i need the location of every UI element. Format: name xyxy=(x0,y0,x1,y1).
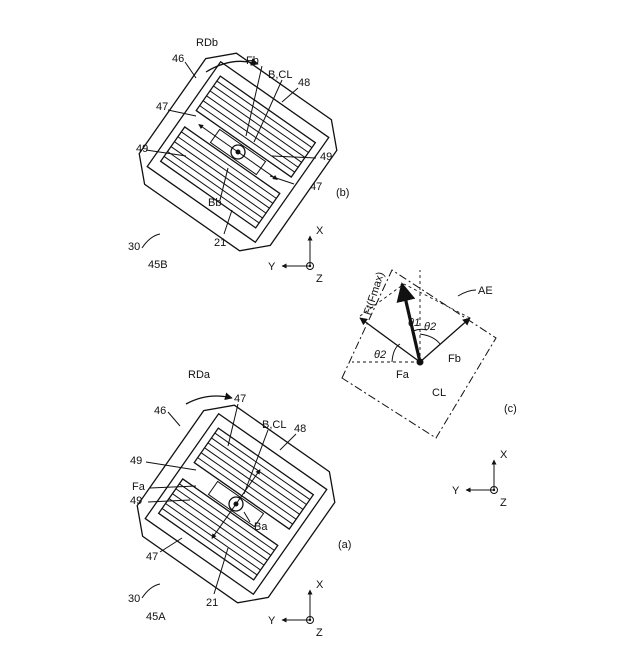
axes-b: X Y Z xyxy=(268,225,324,285)
label-21-b: 21 xyxy=(214,237,226,249)
axis-z-dot-c xyxy=(493,489,495,491)
label-fa: Fa xyxy=(132,481,146,493)
center-dot-b xyxy=(236,150,241,155)
label-fa-c: Fa xyxy=(396,369,410,381)
label-fb: Fb xyxy=(246,55,259,67)
label-bcl-b: B,CL xyxy=(268,69,292,81)
label-bb: Bb xyxy=(208,197,221,209)
label-49-b-right: 49 xyxy=(320,151,332,163)
label-theta1: θ1 xyxy=(408,317,420,329)
label-48-a: 48 xyxy=(294,423,306,435)
axis-x-label-a: X xyxy=(316,579,324,591)
axis-z-label-a: Z xyxy=(316,627,323,639)
leader-ae xyxy=(458,290,476,296)
axis-y-label-b: Y xyxy=(268,261,276,273)
label-theta2-left: θ2 xyxy=(374,349,386,361)
label-rdb: RDb xyxy=(196,37,218,49)
label-30-a: 30 xyxy=(128,593,140,605)
axes-a: X Y Z xyxy=(268,579,324,639)
label-45b: 45B xyxy=(148,259,168,271)
label-fb-c: Fb xyxy=(448,353,461,365)
leader-30-b xyxy=(142,234,160,248)
axis-x-label-c: X xyxy=(500,449,508,461)
label-ae: AE xyxy=(478,285,493,297)
caption-b: (b) xyxy=(336,187,349,199)
label-theta2-right: θ2 xyxy=(424,321,436,333)
label-47-b-upper: 47 xyxy=(156,101,168,113)
label-49-a-upper: 49 xyxy=(130,455,142,467)
label-49-a-lower: 49 xyxy=(130,495,142,507)
caption-a: (a) xyxy=(338,539,351,551)
label-30-b: 30 xyxy=(128,241,140,253)
label-47-a-upper: 47 xyxy=(234,393,246,405)
label-ft: Ft(Fmax) xyxy=(362,271,387,317)
axis-y-label-a: Y xyxy=(268,615,276,627)
label-49-b-left: 49 xyxy=(136,143,148,155)
label-48-b: 48 xyxy=(298,77,310,89)
rotation-arrow-a xyxy=(186,396,232,404)
label-47-a-lower: 47 xyxy=(146,551,158,563)
label-21-a: 21 xyxy=(206,597,218,609)
label-45a: 45A xyxy=(146,611,166,623)
label-46-a: 46 xyxy=(154,405,166,417)
caption-c: (c) xyxy=(504,403,517,415)
label-bcl-a: B,CL xyxy=(262,419,286,431)
center-dot-a xyxy=(234,502,239,507)
axis-z-dot-a xyxy=(309,619,311,621)
label-46-b: 46 xyxy=(172,53,184,65)
axis-x-label-b: X xyxy=(316,225,324,237)
label-cl-c: CL xyxy=(432,387,446,399)
leaders-b xyxy=(146,62,316,234)
label-ba: Ba xyxy=(254,521,268,533)
label-rda: RDa xyxy=(188,369,211,381)
axes-c: X Y Z xyxy=(452,449,508,509)
axis-z-label-b: Z xyxy=(316,273,323,285)
axis-y-label-c: Y xyxy=(452,485,460,497)
label-47-b-lower: 47 xyxy=(310,181,322,193)
arc-theta2-right xyxy=(420,334,440,344)
leader-30-a xyxy=(142,584,160,598)
axis-z-dot-b xyxy=(309,265,311,267)
center-point-c xyxy=(417,359,424,366)
axis-z-label-c: Z xyxy=(500,497,507,509)
panel-c: Ft(Fmax) θ1 θ2 θ2 Fa Fb CL AE (c) xyxy=(342,270,517,438)
